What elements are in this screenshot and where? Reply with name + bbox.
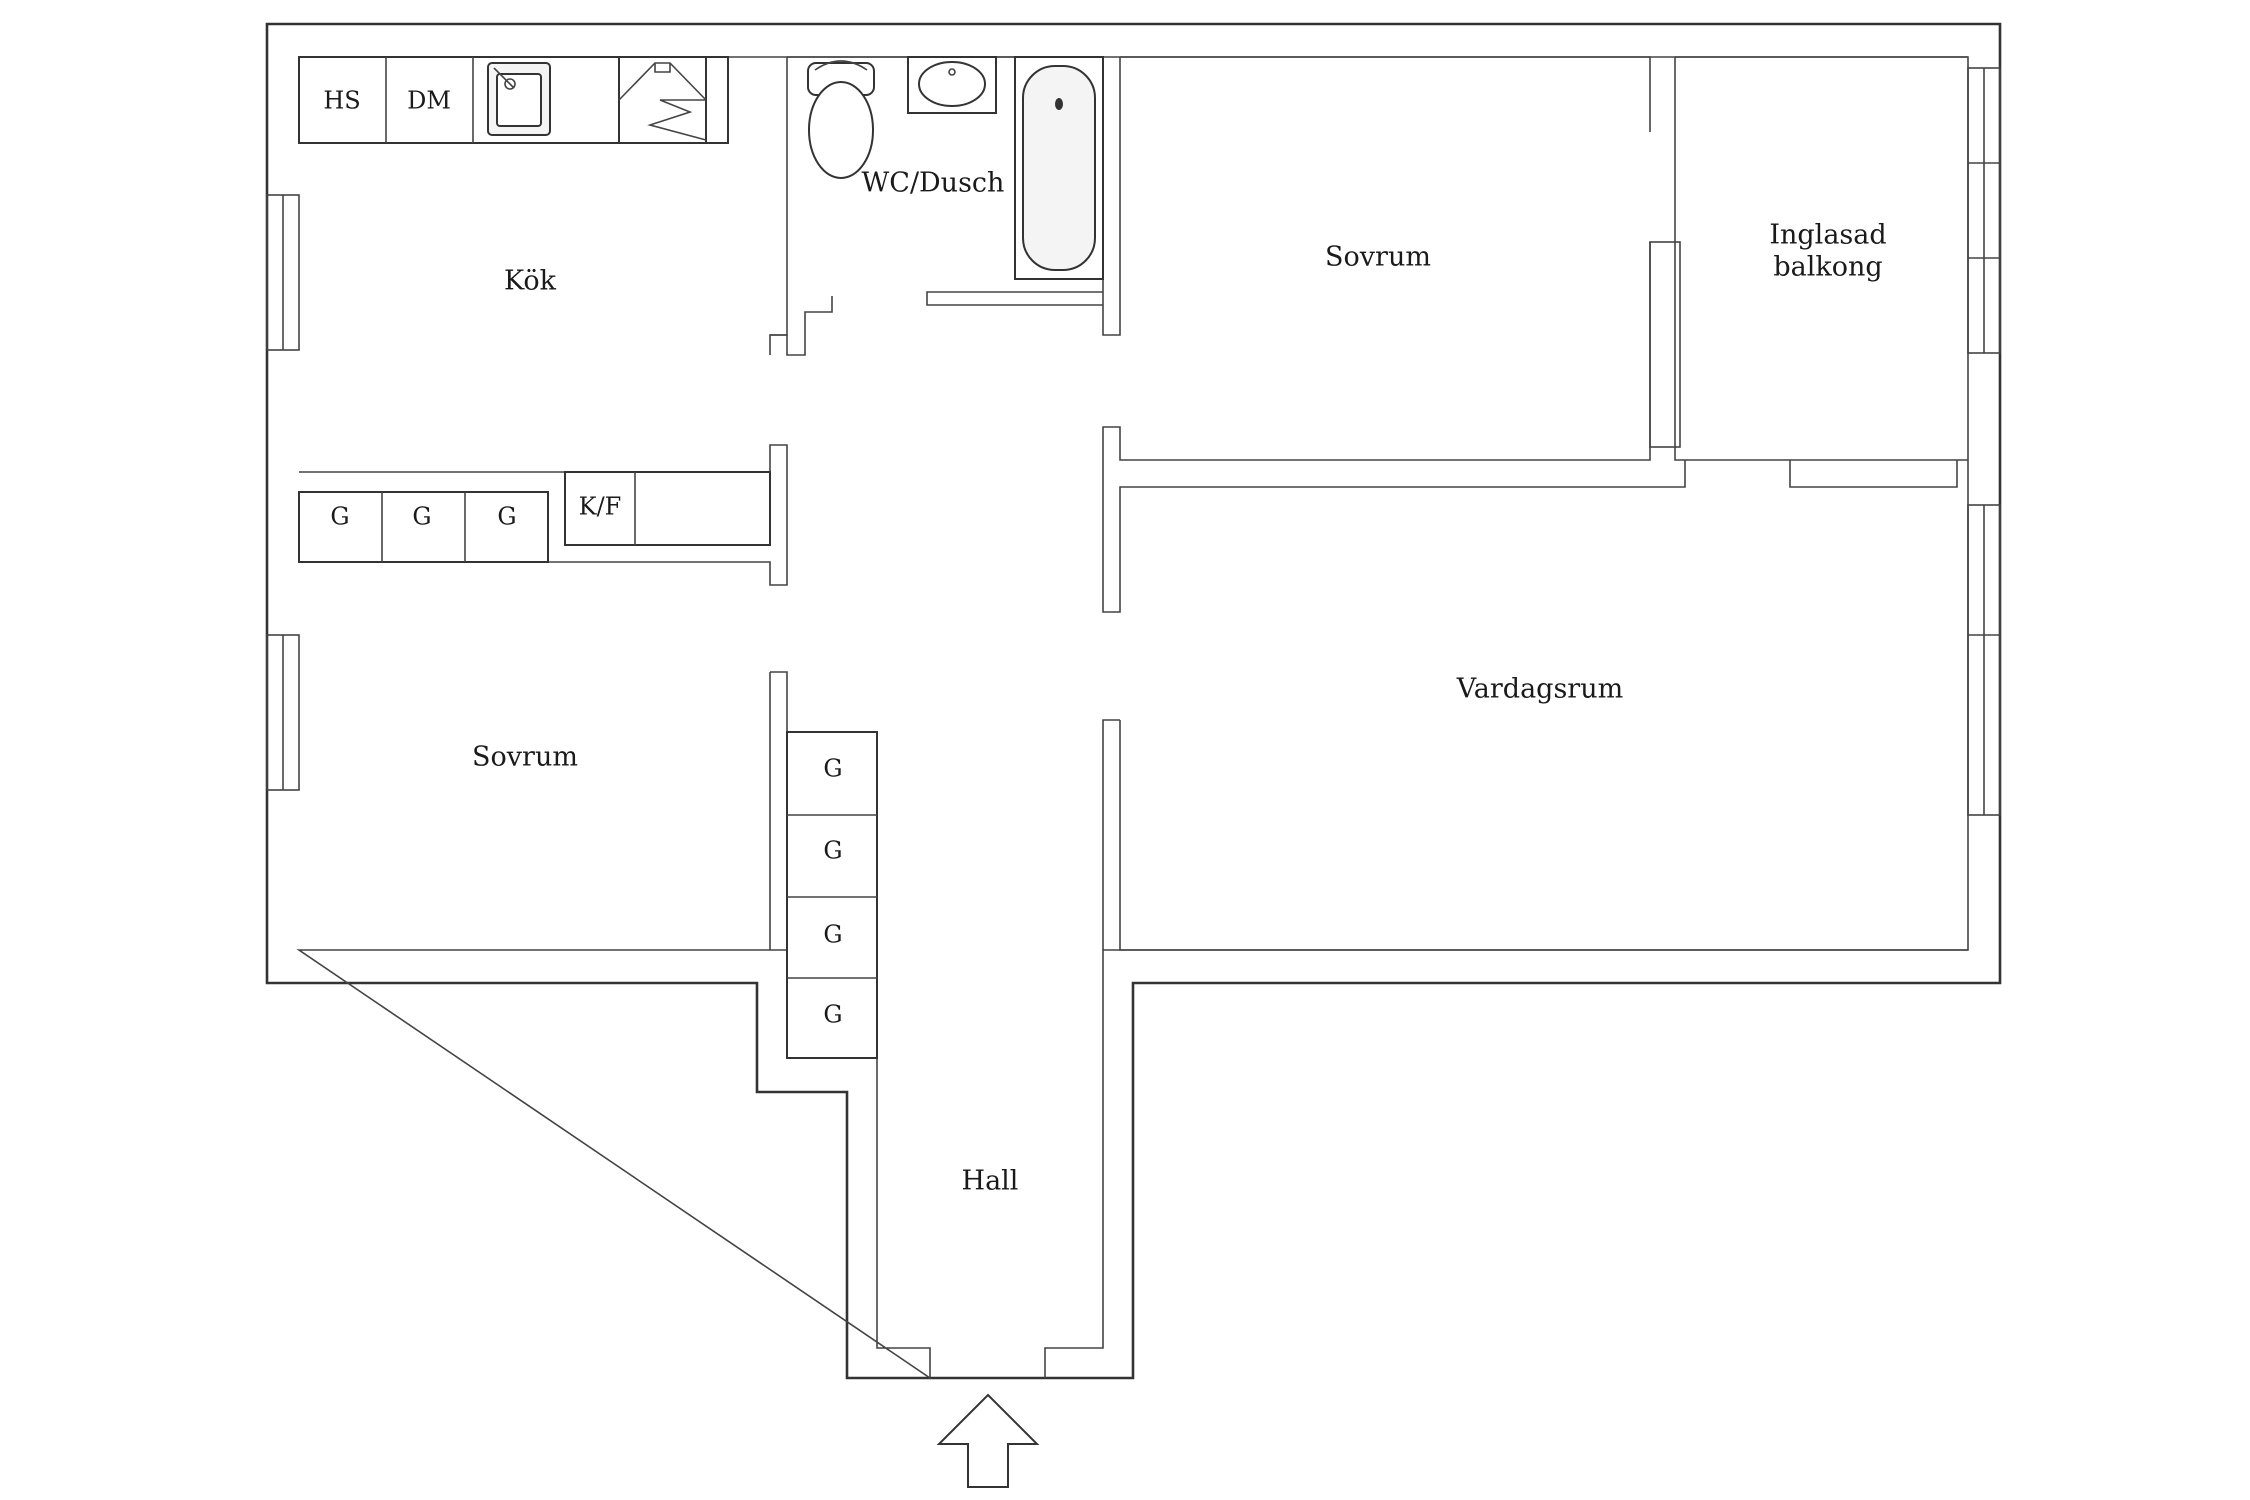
closet-g-1: G bbox=[330, 503, 349, 531]
entrance-arrow-icon bbox=[936, 1393, 1040, 1488]
windows bbox=[266, 67, 2001, 816]
closet-g-7: G bbox=[823, 1001, 842, 1029]
kitchen-corner bbox=[770, 296, 833, 356]
room-label-balkong-line2: balkong bbox=[1773, 252, 1882, 283]
fridge-freezer-label: K/F bbox=[579, 493, 622, 521]
closet-g-4: G bbox=[823, 755, 842, 783]
bedroom-1-window bbox=[1649, 241, 1681, 448]
closet-g-6: G bbox=[823, 921, 842, 949]
wc-wall bbox=[787, 56, 1121, 336]
closet-g-2: G bbox=[412, 503, 431, 531]
outer-wall bbox=[265, 22, 2002, 1380]
hs-label: HS bbox=[323, 87, 360, 115]
room-label-balkong-line1: Inglasad bbox=[1769, 220, 1886, 251]
room-label-wc: WC/Dusch bbox=[862, 168, 1005, 199]
kitchen-counter: HS DM bbox=[298, 56, 729, 144]
living-room-wall bbox=[1102, 719, 1968, 951]
closet-g-5: G bbox=[823, 837, 842, 865]
room-label-vardagsrum: Vardagsrum bbox=[1456, 674, 1623, 705]
toilet-icon bbox=[807, 60, 875, 179]
closet-row: G G G K/F bbox=[298, 471, 771, 563]
bathtub-icon bbox=[1014, 56, 1104, 280]
room-label-hall: Hall bbox=[962, 1166, 1019, 1197]
stove-hood-icon bbox=[618, 56, 707, 144]
room-label-sovrum-2: Sovrum bbox=[472, 742, 578, 773]
bedroom-2-wall bbox=[769, 671, 788, 950]
balcony-wall bbox=[1674, 56, 1968, 488]
washbasin-icon bbox=[907, 56, 997, 114]
bedroom-1-wall bbox=[1102, 56, 1686, 613]
room-label-sovrum-1: Sovrum bbox=[1325, 242, 1431, 273]
dm-label: DM bbox=[407, 87, 451, 115]
closet-g-3: G bbox=[497, 503, 516, 531]
room-label-kok: Kök bbox=[504, 266, 557, 297]
sink-icon bbox=[487, 62, 551, 136]
closet-column: G G G G bbox=[786, 731, 878, 1059]
